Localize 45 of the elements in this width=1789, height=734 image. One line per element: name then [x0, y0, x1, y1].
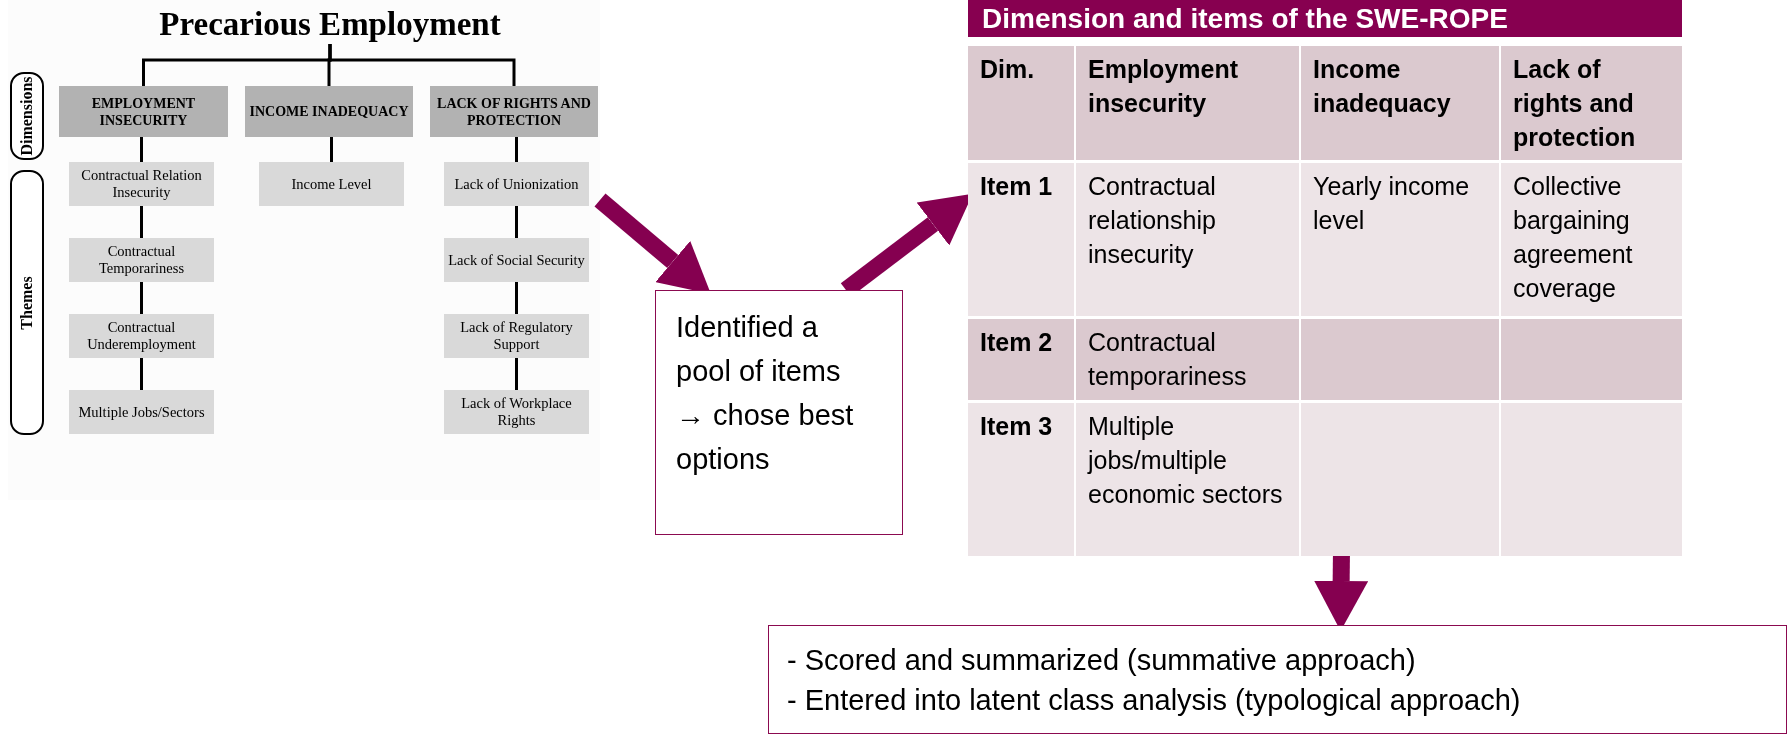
- dimension-box: EMPLOYMENT INSECURITY: [59, 86, 228, 137]
- dimension-box: INCOME INADEQUACY: [245, 86, 413, 137]
- connector-line: [140, 137, 143, 162]
- connector-line: [515, 282, 518, 314]
- table-cell: Contractual relationship insecurity: [1076, 163, 1299, 316]
- connector-line: [140, 282, 143, 314]
- connector-line: [515, 358, 518, 390]
- axis-label: Themes: [18, 275, 36, 330]
- theme-box: Lack of Regulatory Support: [444, 314, 589, 358]
- theme-box: Contractual Temporariness: [69, 238, 214, 282]
- summary-box: [768, 625, 1787, 734]
- header-cell: Item 1: [968, 163, 1074, 316]
- header-cell: Item 2: [968, 319, 1074, 400]
- header-cell: Lack of rights and protection: [1501, 46, 1682, 160]
- table-cell: Multiple jobs/multiple economic sectors: [1076, 403, 1299, 556]
- header-cell: Income inadequacy: [1301, 46, 1499, 160]
- rounded-label-box: [10, 170, 44, 435]
- connector-line: [515, 137, 518, 162]
- table-cell: Yearly income level: [1301, 163, 1499, 316]
- connector-line: [328, 44, 516, 86]
- theme-box: Multiple Jobs/Sectors: [69, 390, 214, 434]
- theme-box: Lack of Workplace Rights: [444, 390, 589, 434]
- bullet-text: - Entered into latent class analysis (typological approach): [787, 683, 1522, 718]
- table-cell: Collective bargaining agreement coverage: [1501, 163, 1682, 316]
- bullet-text: - Scored and summarized (summative approach): [787, 643, 1417, 678]
- header-cell: Employment insecurity: [1076, 46, 1299, 160]
- text-box: Identified a pool of items → chose best options: [655, 290, 903, 535]
- theme-box: Income Level: [259, 162, 404, 206]
- diagram-title: Precarious Employment: [130, 4, 530, 44]
- connector-line: [140, 358, 143, 390]
- header-cell: Item 3: [968, 403, 1074, 556]
- connector-line: [140, 206, 143, 238]
- dimension-box: LACK OF RIGHTS AND PROTECTION: [430, 86, 598, 137]
- axis-label: Dimensions: [18, 76, 36, 156]
- table-cell: Contractual temporariness: [1076, 319, 1299, 400]
- theme-box: Lack of Social Security: [444, 238, 589, 282]
- items-table: [968, 0, 1682, 556]
- connector-line: [330, 137, 333, 162]
- table-title: Dimension and items of the SWE-ROPE: [968, 0, 1682, 37]
- header-cell: Dim.: [968, 46, 1074, 160]
- theme-box: Contractual Relation Insecurity: [69, 162, 214, 206]
- connector-line: [515, 206, 518, 238]
- theme-box: Contractual Underemployment: [69, 314, 214, 358]
- rounded-label-box: [10, 72, 44, 160]
- theme-box: Lack of Unionization: [444, 162, 589, 206]
